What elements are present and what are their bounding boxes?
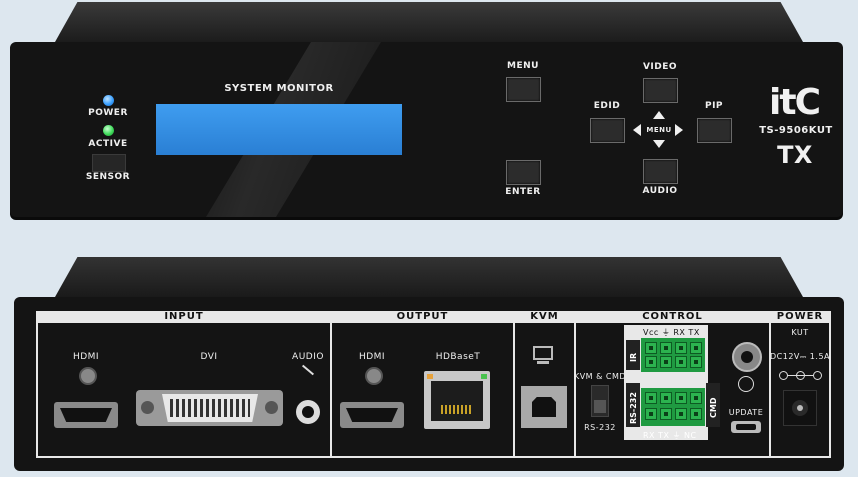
enter-button[interactable] [506,160,541,185]
sensor-label: SENSOR [85,172,131,182]
mode-switch[interactable] [591,385,609,417]
ir-side-label: IR [629,352,638,362]
hdbaset-rj45-port[interactable] [424,371,490,429]
power-rating-label: DC12V⎓ 1.5A [769,352,831,361]
kvm-title: KVM [530,311,559,322]
input-hdmi-port[interactable] [54,402,118,428]
menu-button[interactable] [506,77,541,102]
kvm-section [513,311,576,458]
ir-jack[interactable] [732,342,762,372]
power-led [103,95,114,106]
lcd-display [156,104,402,155]
usb-b-port[interactable] [521,386,567,428]
output-hdmi-label: HDMI [358,352,386,362]
ground-icon [738,376,754,392]
input-title: INPUT [164,311,204,322]
model-label: TS-9506KUT [759,125,833,136]
audio-label: AUDIO [642,186,678,196]
computer-icon-stand [537,361,549,364]
audio-in-jack[interactable] [296,400,320,424]
power-section [769,311,831,458]
active-label: ACTIVE [88,139,128,149]
edid-label: EDID [593,101,621,111]
hdbaset-label: HDBaseT [435,352,481,362]
menu-label: MENU [507,61,539,71]
input-hdmi-led [79,367,97,385]
enter-label: ENTER [505,187,541,197]
system-monitor-label: SYSTEM MONITOR [224,83,334,94]
dvi-label: DVI [200,352,218,362]
polarity-icon [779,371,822,380]
audio-button[interactable] [643,159,678,184]
active-led [103,125,114,136]
pip-button[interactable] [697,118,732,143]
dc-power-jack[interactable] [783,390,817,426]
pip-label: PIP [704,101,724,111]
input-section [36,311,332,458]
output-title: OUTPUT [396,311,449,322]
computer-icon [533,346,553,360]
control-title: CONTROL [642,311,703,322]
bottom-pins-label: RX TX ⏚ NC [643,431,697,440]
cmd-side-label: CMD [709,397,718,418]
cmd-side-label-bg [706,383,720,427]
rear-chassis-top [55,257,803,297]
output-hdmi-port[interactable] [340,402,404,428]
ir-terminal-block[interactable] [641,338,705,372]
input-hdmi-label: HDMI [72,352,100,362]
switch-bottom-label: RS-232 [584,423,616,432]
update-label: UPDATE [728,408,764,417]
nav-down-icon[interactable] [653,140,665,148]
ir-pins-label: Vcc ⏚ RX TX [643,328,700,337]
nav-up-icon[interactable] [653,111,665,119]
audio-in-label: AUDIO [292,352,324,362]
rs232-side-label-bg [626,383,640,427]
update-usb-port[interactable] [731,421,761,433]
ir-side-label-bg [626,340,640,370]
model-suffix-label: TX [777,141,813,169]
switch-top-label: KVM & CMD [573,372,627,381]
edid-button[interactable] [590,118,625,143]
rs232-terminal-block[interactable] [641,388,705,426]
rs232-side-label: RS-232 [629,392,638,424]
power-label: POWER [88,108,128,118]
power-title: POWER [776,311,824,322]
ir-sensor-window [92,154,126,172]
video-button[interactable] [643,78,678,103]
nav-left-icon[interactable] [633,124,641,136]
output-hdmi-led [365,367,383,385]
power-sub-label: KUT [791,328,809,337]
video-label: VIDEO [642,62,678,72]
front-chassis-top [55,2,803,42]
nav-menu-label: MENU [646,126,672,134]
nav-right-icon[interactable] [675,124,683,136]
dvi-port[interactable] [136,390,283,426]
brand-logo: itC [769,82,821,123]
